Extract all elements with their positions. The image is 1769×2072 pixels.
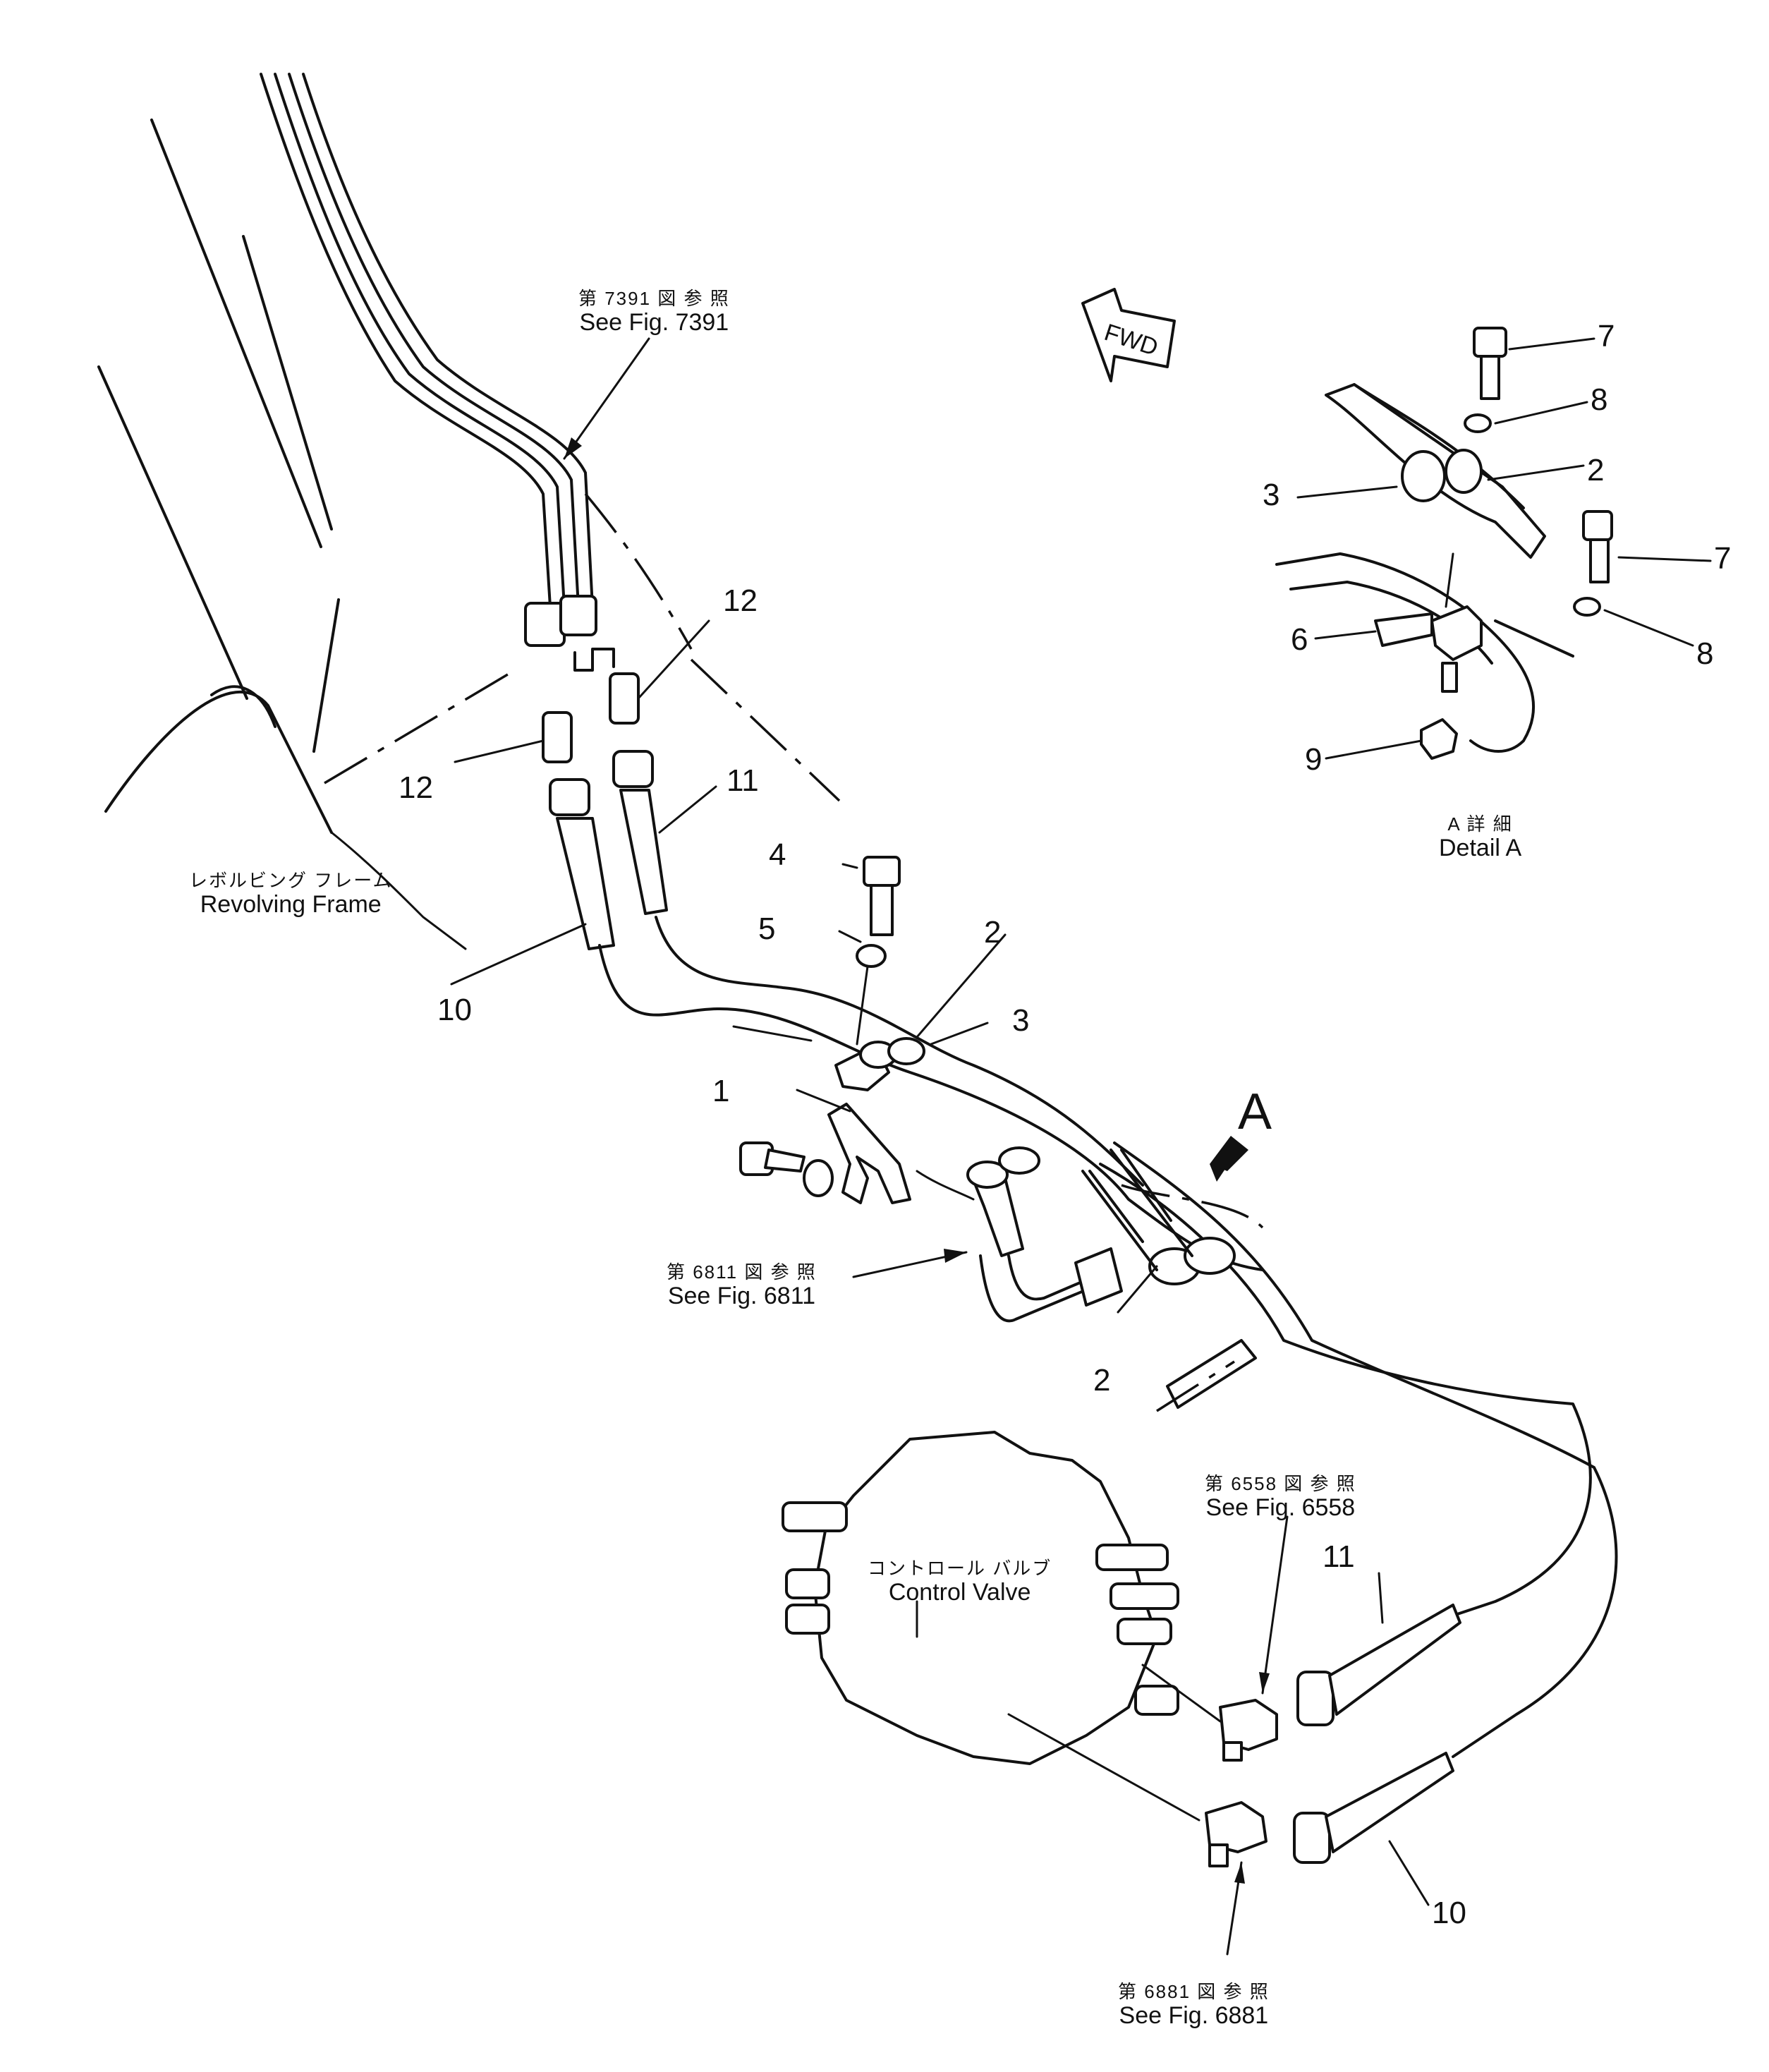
callout-2-detail: 2 [1587, 453, 1605, 487]
revolving-frame-label-jp: レボルビング フレーム [189, 870, 393, 891]
revolving-frame-label: レボルビング フレーム Revolving Frame [189, 871, 392, 916]
callout-3-upper: 3 [1012, 1003, 1030, 1038]
elbow-6881 [1205, 1801, 1268, 1867]
bolt-washer [856, 856, 901, 968]
bracket-1 [739, 1103, 911, 1204]
clamp-lower [1081, 1149, 1236, 1285]
callout-1: 1 [712, 1074, 730, 1108]
callout-4: 4 [769, 837, 786, 872]
detail-a-label-en: Detail A [1439, 835, 1522, 861]
reference-6558: 第 6558 図 参 照 See Fig. 6558 [1205, 1474, 1356, 1520]
callout-11-lower: 11 [1323, 1539, 1355, 1574]
callout-12-left: 12 [399, 770, 433, 805]
reference-6811-jp: 第 6811 図 参 照 [667, 1261, 817, 1283]
reference-6558-jp: 第 6558 図 参 照 [1205, 1473, 1356, 1494]
callout-9: 9 [1305, 742, 1323, 777]
clamp-upper [834, 965, 925, 1091]
control-valve-label-en: Control Valve [888, 1579, 1031, 1606]
reference-7391-en: See Fig. 7391 [579, 309, 729, 336]
view-arrow-a [1210, 1136, 1248, 1182]
callout-8-top: 8 [1591, 382, 1608, 417]
detail-a-label-jp: A 詳 細 [1447, 813, 1513, 835]
reference-6881-en: See Fig. 6881 [1119, 2002, 1269, 2029]
reference-6811: 第 6811 図 参 照 See Fig. 6811 [667, 1263, 817, 1308]
elbow-6558 [1219, 1699, 1278, 1762]
view-a-label: A [1238, 1084, 1272, 1140]
callout-7-top: 7 [1598, 319, 1615, 353]
callout-2-lower: 2 [1093, 1363, 1111, 1398]
upper-hoses [549, 750, 668, 950]
fwd-arrow [1081, 288, 1176, 382]
callout-6: 6 [1291, 622, 1308, 657]
reference-6881-jp: 第 6881 図 参 照 [1118, 1981, 1270, 2002]
reference-7391: 第 7391 図 参 照 See Fig. 7391 [578, 289, 730, 334]
callout-2-upper: 2 [984, 915, 1002, 950]
detail-a-drawing [1275, 327, 1613, 760]
callout-8-right: 8 [1696, 636, 1714, 671]
reference-6881: 第 6881 図 参 照 See Fig. 6881 [1118, 1982, 1270, 2028]
adapters [542, 672, 640, 763]
callout-11-upper: 11 [727, 763, 759, 798]
control-valve-label-jp: コントロール バルブ [868, 1558, 1052, 1579]
reference-6811-en: See Fig. 6811 [667, 1283, 815, 1309]
lower-hose-11 [1296, 1604, 1461, 1726]
reference-6558-en: See Fig. 6558 [1205, 1494, 1356, 1521]
upper-pipes [260, 73, 615, 672]
detail-a-label: A 詳 細 Detail A [1439, 815, 1521, 860]
control-valve-label: コントロール バルブ Control Valve [868, 1559, 1052, 1604]
lower-hose-10 [1293, 1752, 1454, 1864]
control-valve-drawing [782, 1431, 1222, 1822]
elbows-6811 [916, 1146, 1123, 1323]
callout-10-upper: 10 [437, 993, 472, 1027]
reference-7391-jp: 第 7391 図 参 照 [578, 288, 730, 309]
revolving-frame-outline [97, 119, 841, 950]
callout-5: 5 [758, 911, 776, 946]
callout-12-right: 12 [723, 583, 758, 618]
callout-10-lower: 10 [1432, 1896, 1466, 1930]
leader-lines [450, 337, 1712, 1956]
callout-3-detail: 3 [1263, 478, 1280, 512]
callout-7-right: 7 [1714, 541, 1732, 576]
revolving-frame-label-en: Revolving Frame [200, 891, 382, 918]
